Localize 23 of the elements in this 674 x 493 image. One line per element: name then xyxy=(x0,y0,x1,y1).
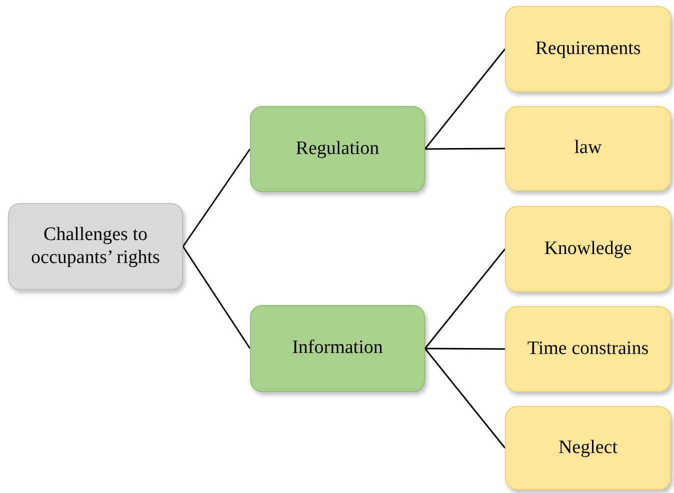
category-box xyxy=(250,106,425,192)
box-label: Requirements xyxy=(535,38,641,60)
box-label: Information xyxy=(292,337,383,360)
root-box xyxy=(8,203,183,290)
box-label: law xyxy=(574,137,602,160)
connector-line xyxy=(424,348,506,448)
box-label: Time constrains xyxy=(527,338,649,360)
connector-line xyxy=(182,148,251,247)
box-label: Challenges to occupants’ rights xyxy=(30,224,161,270)
connector-line xyxy=(425,148,505,150)
item-box xyxy=(505,106,671,191)
box-label: Neglect xyxy=(558,436,618,460)
item-box xyxy=(505,406,671,490)
item-box xyxy=(505,6,671,92)
connector-line xyxy=(182,246,251,349)
box-label: Knowledge xyxy=(544,238,632,260)
box-label: Regulation xyxy=(296,138,380,160)
category-box xyxy=(250,305,425,392)
item-box xyxy=(505,306,671,392)
connector-line xyxy=(424,48,506,150)
connector-line xyxy=(425,348,505,350)
connector-line xyxy=(424,248,506,349)
item-box xyxy=(505,206,671,292)
